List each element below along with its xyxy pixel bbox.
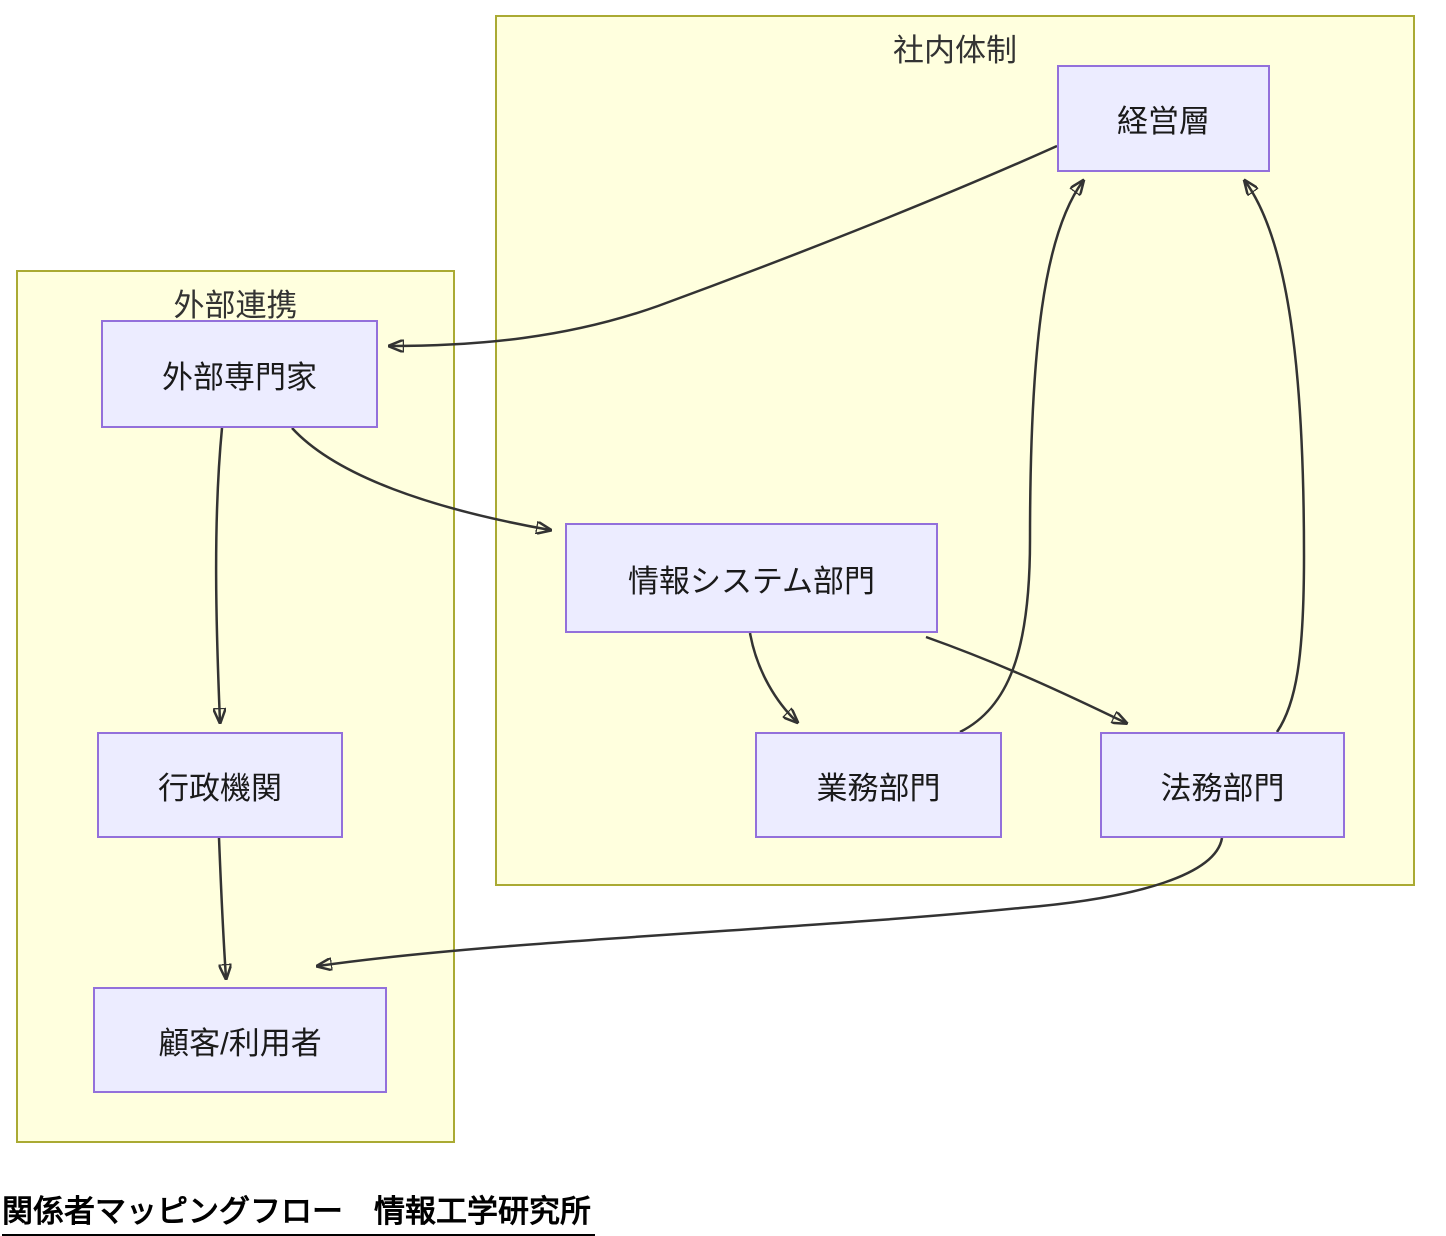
edge-external-expert-to-government-agency xyxy=(216,427,222,722)
cluster-internal-structure-label: 社内体制 xyxy=(893,33,1017,68)
edge-management-to-external-expert xyxy=(390,144,1058,346)
node-customers-users: 顧客/利用者 xyxy=(93,987,387,1093)
edge-external-expert-to-it-systems-dept xyxy=(291,427,550,530)
node-customers-users-label: 顧客/利用者 xyxy=(158,1025,322,1061)
node-business-dept: 業務部門 xyxy=(755,732,1002,838)
node-government-agency: 行政機関 xyxy=(97,732,343,838)
edge-government-agency-to-customers-users xyxy=(217,837,226,978)
node-government-agency-label: 行政機関 xyxy=(158,770,282,806)
node-it-systems-dept-label: 情報システム部門 xyxy=(627,563,876,599)
node-management: 経営層 xyxy=(1057,65,1270,172)
node-legal-dept-label: 法務部門 xyxy=(1160,770,1285,806)
edge-it-systems-dept-to-legal-dept xyxy=(925,635,1126,723)
cluster-external-collaboration-label: 外部連携 xyxy=(173,288,298,323)
node-management-label: 経営層 xyxy=(1117,104,1210,139)
edge-business-dept-to-management xyxy=(959,181,1083,734)
diagram-title: 関係者マッピングフロー 情報工学研究所 xyxy=(2,1186,595,1236)
node-external-expert: 外部専門家 xyxy=(101,320,378,428)
node-external-expert-label: 外部専門家 xyxy=(162,359,317,395)
node-legal-dept: 法務部門 xyxy=(1100,732,1345,838)
edge-legal-dept-to-management xyxy=(1245,181,1306,733)
node-it-systems-dept: 情報システム部門 xyxy=(565,523,938,633)
node-business-dept-label: 業務部門 xyxy=(816,770,941,806)
edge-it-systems-dept-to-business-dept xyxy=(748,632,797,722)
edge-legal-dept-to-customers-users xyxy=(318,837,1224,966)
